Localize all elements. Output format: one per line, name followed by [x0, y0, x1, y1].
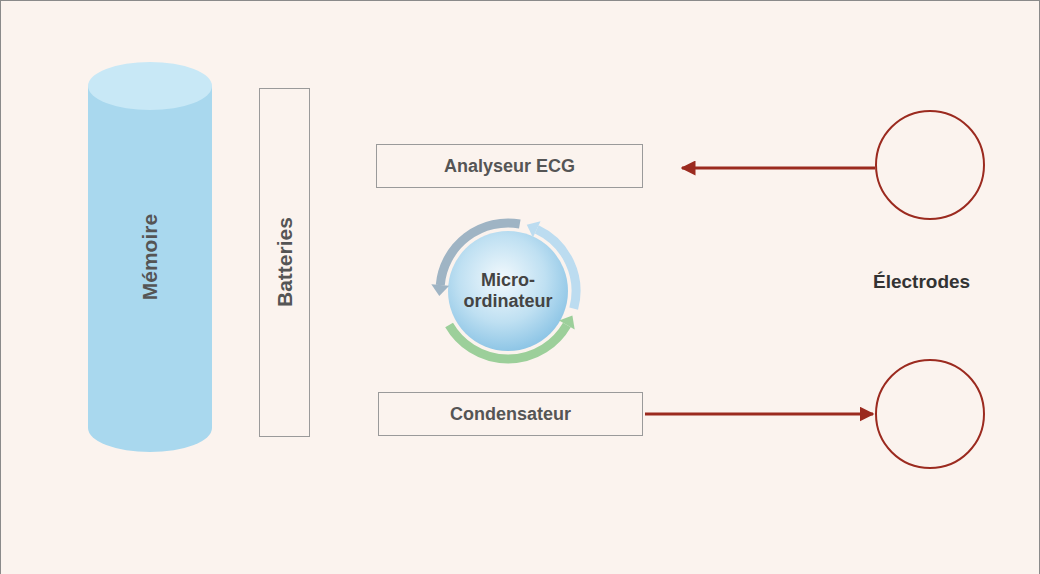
cycle-arrowhead: [431, 284, 449, 296]
signal-arrow: [682, 167, 875, 170]
cylinder-top: [88, 62, 212, 110]
electrodes-label: Électrodes: [873, 271, 970, 293]
electrode-circle: [876, 360, 984, 468]
battery-box: Batteries: [259, 88, 310, 437]
analyzer-box: Analyseur ECG: [376, 144, 643, 188]
capacitor-box: Condensateur: [378, 392, 643, 436]
node-label: Analyseur ECG: [444, 156, 575, 177]
cycle-arrowhead: [527, 221, 541, 237]
microcomputer-circle: Micro- ordinateur: [438, 221, 578, 361]
node-label: Condensateur: [450, 404, 571, 425]
vertical-label: Mémoire: [138, 214, 162, 300]
cylinder-body: [88, 86, 212, 452]
vertical-label: Batteries: [272, 218, 296, 308]
electrode-circle: [876, 111, 984, 219]
shock-arrow: [645, 413, 873, 416]
cycle-arrowhead: [559, 315, 575, 329]
memory-cylinder: Mémoire: [88, 62, 212, 452]
node-label: Micro- ordinateur: [456, 270, 560, 311]
processor-disc: [448, 231, 568, 351]
cycle-arc: [449, 325, 567, 359]
